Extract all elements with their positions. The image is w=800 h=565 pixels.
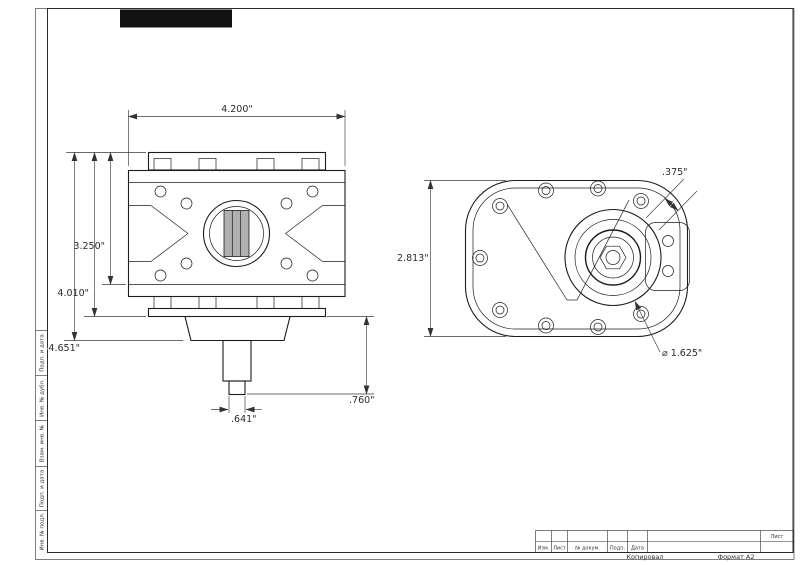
hex-nut — [599, 245, 627, 270]
front-view — [464, 179, 690, 338]
title-col-podp: Подп. — [610, 546, 626, 552]
dim-shaft-dia: .641" — [231, 414, 257, 425]
dim-height-mid: 4.010" — [57, 288, 89, 299]
margin-label: Подп. и дата — [40, 470, 46, 507]
front-view-dimensions: 2.813" .375" ⌀ 1.625" — [396, 166, 704, 361]
dim-front-height: 2.813" — [397, 253, 429, 264]
title-col-list: Лист — [553, 546, 566, 552]
dim-height-body: 3.250" — [73, 241, 105, 252]
side-view-dimensions: 4.200" 3.250" 4.010" 4.651" .641" .760" — [47, 103, 376, 427]
side-view — [127, 151, 346, 396]
dim-width-top: 4.200" — [221, 104, 253, 115]
title-col-izm: Изм. — [538, 546, 550, 552]
dim-bore-dia: ⌀ 1.625" — [662, 348, 702, 359]
sheet-frame — [35, 8, 795, 560]
dim-tab-width: .375" — [662, 167, 688, 178]
footer-format: Формат А2 — [717, 553, 754, 561]
logo-block — [120, 9, 232, 28]
title-col-data: Дата — [631, 546, 644, 552]
margin-label: Подп. и дата — [40, 334, 46, 371]
footer-copy: Копировал — [626, 553, 663, 561]
title-block: Изм. Лист № докум. Подп. Дата Лист Копир… — [535, 530, 794, 561]
title-col-docnum: № докум. — [575, 546, 600, 552]
margin-stamp: Подп. и дата Инв. № дубл. Взам. инв. № П… — [40, 334, 46, 550]
margin-label: Инв. № подл. — [40, 512, 46, 550]
gear-slats — [223, 210, 250, 257]
dim-height-total: 4.651" — [48, 343, 80, 354]
sheet-label: Лист — [771, 534, 784, 540]
dim-shaft-len: .760" — [349, 395, 375, 406]
front-bolts — [472, 180, 649, 335]
margin-label: Инв. № дубл. — [40, 379, 46, 417]
margin-label: Взам. инв. № — [40, 425, 46, 463]
